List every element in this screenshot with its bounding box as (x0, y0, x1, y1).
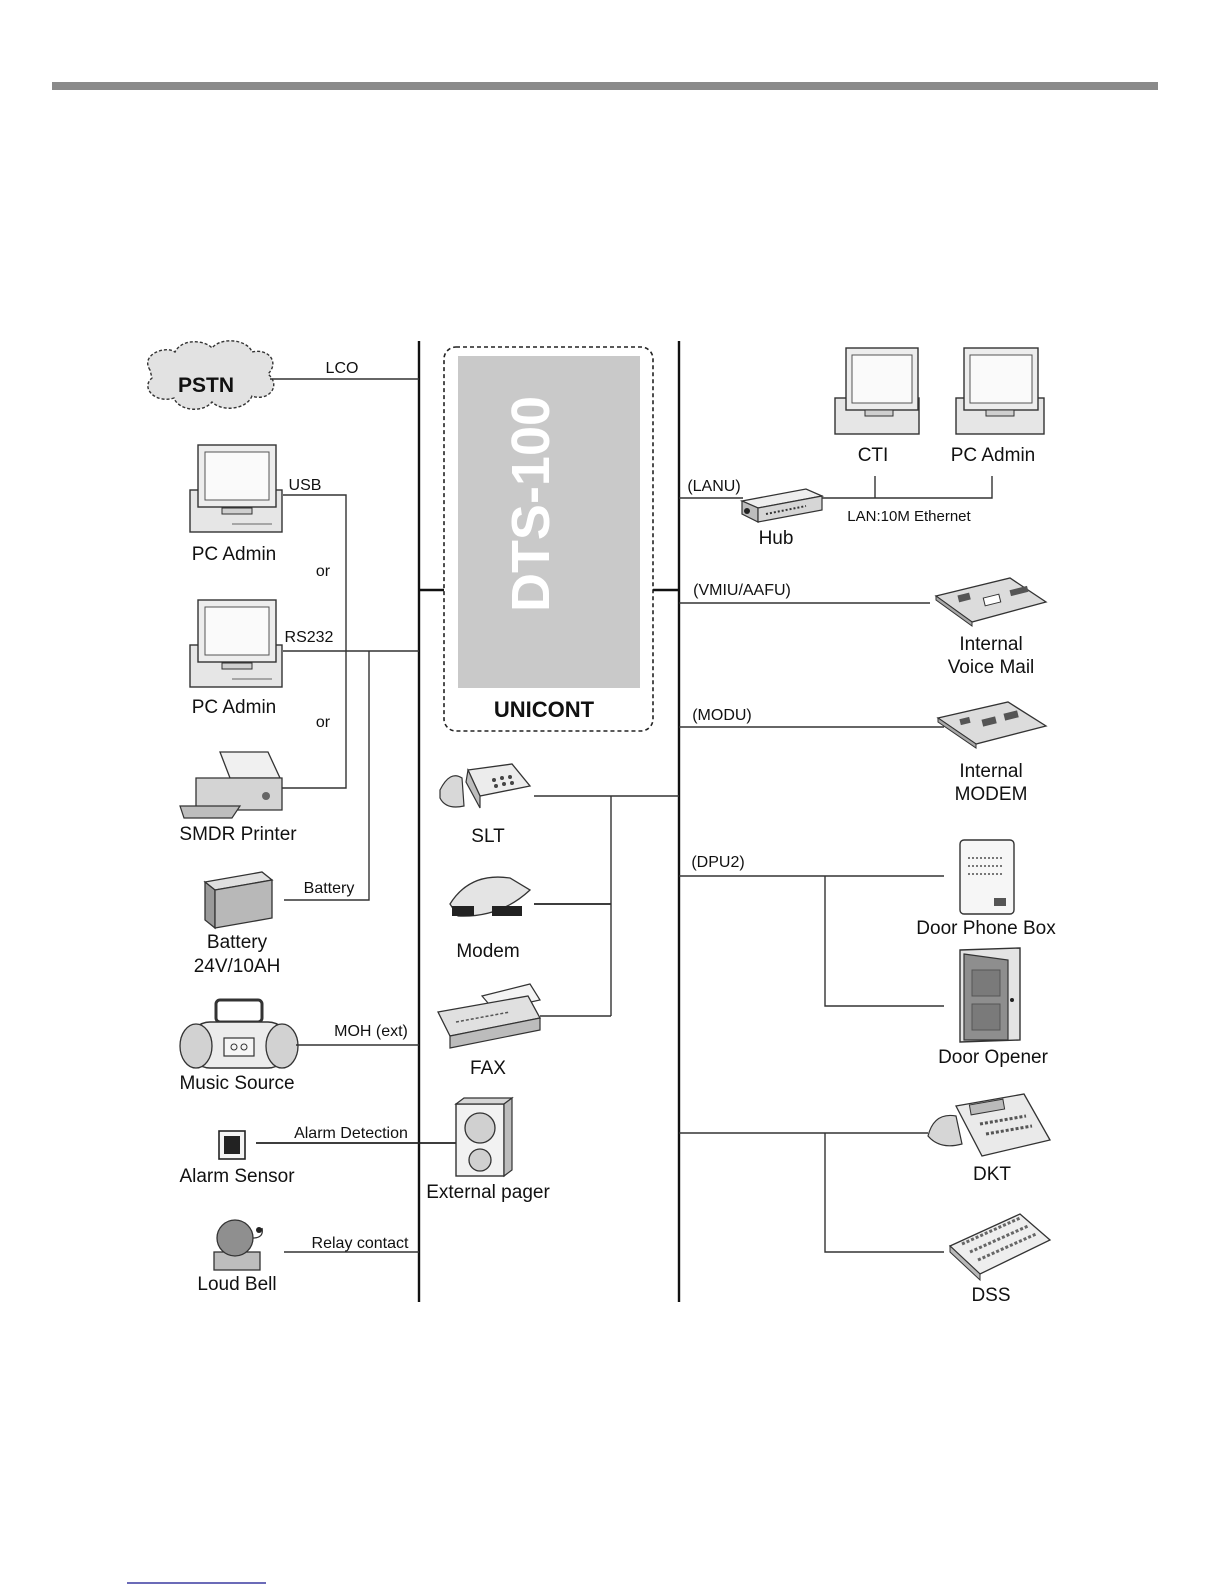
modem-icon (449, 876, 532, 917)
or-label-1: or (316, 563, 331, 580)
door-icon (959, 947, 1021, 1043)
telephone-icon (439, 763, 532, 809)
sensor-icon (218, 1130, 246, 1160)
loud-bell-node: Loud Bell (197, 1219, 277, 1295)
pc-admin-lan-node: PC Admin (951, 347, 1045, 466)
computer-icon (834, 347, 920, 435)
lco-label: LCO (326, 360, 359, 377)
main-unit: DTS-100 UNICONT (419, 346, 679, 732)
dpu2-label: (DPU2) (691, 854, 744, 871)
voice-mail-label-2: Voice Mail (948, 657, 1035, 678)
modem-node: Modem (449, 876, 532, 962)
fax-label: FAX (470, 1058, 506, 1079)
alarm-sensor-label: Alarm Sensor (179, 1166, 295, 1187)
dkt-label: DKT (973, 1164, 1011, 1185)
unicont-label: UNICONT (494, 697, 595, 722)
battery-node: Battery 24V/10AH (194, 871, 281, 977)
computer-icon (189, 599, 283, 688)
voice-mail-node: Internal Voice Mail (934, 577, 1048, 678)
external-pager-node: External pager (426, 1096, 550, 1203)
voice-mail-label-1: Internal (959, 634, 1022, 655)
dss-line (824, 1133, 944, 1253)
internal-modem-label-1: Internal (959, 761, 1022, 782)
pstn-node: PSTN (147, 340, 275, 410)
door-opener-label: Door Opener (938, 1047, 1049, 1068)
pc-admin-rs232-node: PC Admin (189, 599, 283, 718)
battery-icon (203, 871, 274, 930)
lanu-label: (LANU) (687, 478, 740, 495)
battery-link-label: Battery (304, 880, 355, 897)
alarm-sensor-node: Alarm Sensor (179, 1130, 295, 1187)
slt-label: SLT (471, 826, 505, 847)
usb-label: USB (289, 477, 322, 494)
door-phone-box-node: Door Phone Box (916, 839, 1056, 939)
key-telephone-icon (927, 1093, 1051, 1157)
dts-100-label: DTS-100 (501, 396, 561, 612)
dss-node: DSS (948, 1213, 1052, 1306)
battery-spec-label: 24V/10AH (194, 956, 281, 977)
speaker-icon (454, 1096, 514, 1178)
battery-line (284, 651, 370, 901)
boombox-icon (179, 998, 299, 1069)
music-source-label: Music Source (179, 1073, 294, 1094)
computer-icon (189, 444, 283, 533)
smdr-printer-node: SMDR Printer (179, 751, 297, 845)
bell-icon (213, 1219, 263, 1271)
unicont-dashed-frame (443, 346, 654, 732)
smdr-printer-label: SMDR Printer (179, 824, 297, 845)
dkt-node: DKT (927, 1093, 1051, 1185)
lan-line (822, 476, 993, 499)
computer-icon (955, 347, 1045, 435)
hub-label: Hub (759, 528, 794, 549)
hub-node: Hub (739, 488, 825, 549)
circuit-board-icon (936, 701, 1048, 749)
door-opener-node: Door Opener (938, 947, 1049, 1068)
door-phone-icon (959, 839, 1015, 915)
fax-icon (437, 983, 541, 1049)
or-label-2: or (316, 714, 331, 731)
door-phone-box-label: Door Phone Box (916, 918, 1056, 939)
modem-label: Modem (456, 941, 519, 962)
usb-line (282, 494, 347, 789)
dss-console-icon (948, 1213, 1052, 1282)
music-source-node: Music Source (179, 998, 299, 1094)
dts-100-panel (458, 356, 640, 688)
door-opener-line (824, 876, 944, 1007)
pstn-label: PSTN (178, 374, 234, 397)
battery-name-label: Battery (207, 932, 268, 953)
pc-admin-usb-label: PC Admin (192, 544, 276, 565)
relay-label: Relay contact (312, 1235, 409, 1252)
pc-admin-rs232-label: PC Admin (192, 697, 276, 718)
internal-modem-label-2: MODEM (955, 784, 1028, 805)
moh-label: MOH (ext) (334, 1023, 408, 1040)
pc-admin-lan-label: PC Admin (951, 445, 1035, 466)
cti-label: CTI (858, 445, 889, 466)
header-rule (52, 82, 1158, 90)
printer-icon (179, 751, 283, 819)
modu-label: (MODU) (692, 707, 752, 724)
pstn-cloud-icon (147, 340, 275, 410)
slt-node: SLT (439, 763, 532, 847)
loud-bell-label: Loud Bell (197, 1274, 276, 1295)
rs232-label: RS232 (285, 629, 334, 646)
pc-admin-usb-node: PC Admin (189, 444, 283, 565)
internal-modem-node: Internal MODEM (936, 701, 1048, 805)
dss-label: DSS (971, 1285, 1010, 1306)
cti-node: CTI (834, 347, 920, 466)
lan-label: LAN:10M Ethernet (847, 508, 971, 525)
fax-node: FAX (437, 983, 541, 1079)
external-pager-label: External pager (426, 1182, 550, 1203)
circuit-board-icon (934, 577, 1048, 627)
vmiu-label: (VMIU/AAFU) (693, 582, 791, 599)
hub-icon (739, 488, 825, 523)
alarm-label: Alarm Detection (294, 1125, 408, 1142)
